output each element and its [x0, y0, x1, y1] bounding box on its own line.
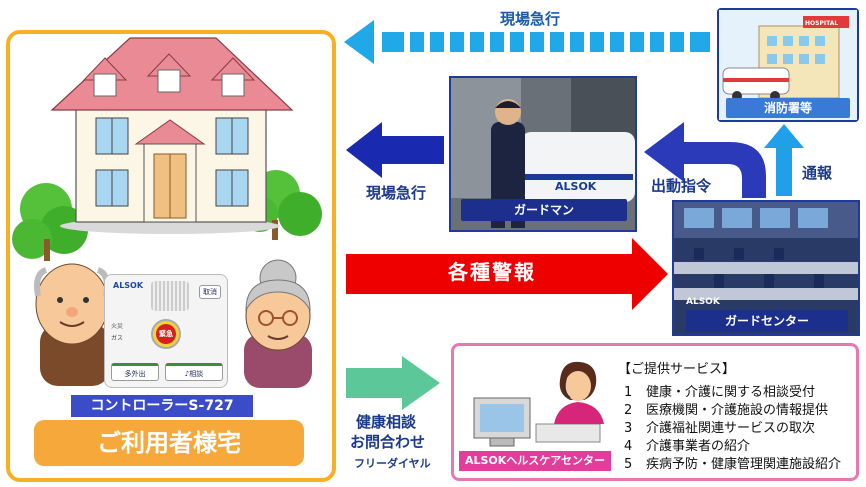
emergency-button[interactable]: 緊急 [151, 319, 181, 349]
service-item: 5 疾病予防・健康管理関連施設紹介 [624, 453, 841, 472]
home-title: ご利用者様宅 [34, 420, 304, 466]
controller-label: コントローラーS-727 [71, 395, 253, 417]
car-logo: ALSOK [555, 180, 597, 193]
guardman-caption: ガードマン [461, 199, 627, 221]
hospital-sign: HOSPITAL [805, 20, 838, 27]
service-text: 医療機関・介護施設の情報提供 [646, 403, 829, 418]
service-text: 介護福祉関連サービスの取次 [646, 421, 816, 436]
report-arrow [764, 124, 804, 196]
alarm-label: 各種警報 [448, 260, 536, 284]
service-text: 健康・介護に関する相談受付 [646, 385, 816, 400]
alarm-arrow [346, 238, 668, 310]
fire-indicator-label: 火災 [111, 323, 124, 330]
guard-center-caption: ガードセンター [686, 310, 848, 332]
service-number: 5 [624, 457, 633, 472]
service-number: 3 [624, 421, 633, 436]
mid-arrow-label: 現場急行 [366, 184, 427, 202]
service-item: 3 介護福祉関連サービスの取次 [624, 417, 815, 436]
consult-label-line3: フリーダイヤル [354, 457, 431, 470]
going-out-button[interactable]: 多外出 [111, 363, 159, 381]
fire-station-caption: 消防署等 [726, 98, 850, 118]
mid-dispatch-arrow [346, 122, 444, 178]
service-text: 疾病予防・健康管理関連施設紹介 [646, 457, 842, 472]
service-item: 4 介護事業者の紹介 [624, 435, 750, 454]
report-label: 通報 [802, 164, 833, 182]
cancel-button[interactable]: 取消 [199, 285, 221, 299]
dispatch-label: 出動指令 [651, 177, 712, 195]
health-care-caption: ALSOKヘルスケアセンター [459, 451, 611, 471]
service-text: 介護事業者の紹介 [646, 439, 751, 454]
emergency-button-label: 緊急 [156, 324, 176, 344]
top-arrow-label: 現場急行 [500, 10, 561, 28]
operator-illustration [473, 361, 604, 447]
controller-device: ALSOK 取消 火災 ガス 緊急 多外出 ♪相談 [104, 274, 228, 388]
speaker-grille [151, 281, 189, 311]
consult-label-line1: 健康相談 [356, 413, 417, 431]
consult-arrow [346, 356, 440, 410]
service-number: 1 [624, 385, 633, 400]
consult-label-line2: お問合わせ [350, 433, 426, 451]
device-brand: ALSOK [113, 281, 144, 290]
service-item: 2 医療機関・介護施設の情報提供 [624, 399, 828, 418]
service-number: 4 [624, 439, 633, 454]
consult-button[interactable]: ♪相談 [165, 363, 223, 381]
top-dispatch-arrow [344, 20, 710, 64]
elderly-man-illustration [34, 263, 110, 386]
service-number: 2 [624, 403, 633, 418]
gas-indicator-label: ガス [111, 335, 124, 342]
services-title: 【ご提供サービス】 [618, 362, 736, 377]
center-wall-logo: ALSOK [686, 297, 721, 307]
dispatch-arrow [644, 122, 766, 198]
service-item: 1 健康・介護に関する相談受付 [624, 381, 815, 400]
elderly-woman-illustration [244, 259, 312, 388]
